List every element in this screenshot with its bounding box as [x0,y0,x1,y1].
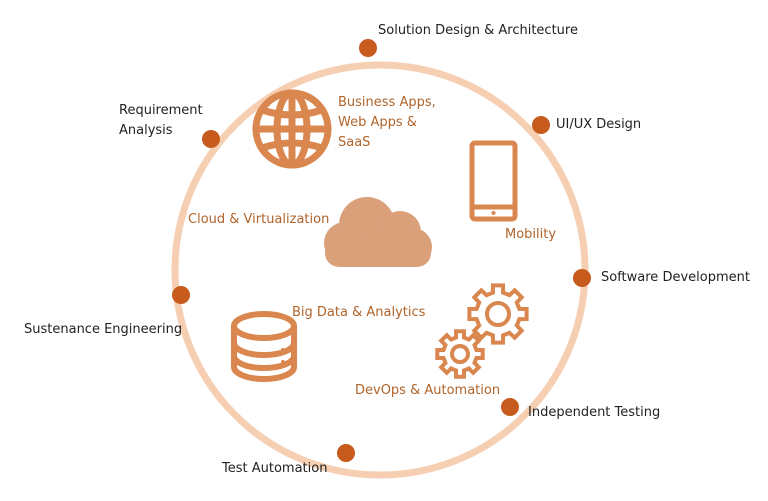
capability-label-business-apps: Business Apps, Web Apps & SaaS [338,95,436,150]
gear-large [467,283,529,345]
stage-label-test-automation: Test Automation [222,461,328,476]
stage-label-sustenance-engineering: Sustenance Engineering [24,322,183,337]
stage-label-solution-design: Solution Design & Architecture [378,23,578,38]
gear-small-hole [450,344,470,364]
stage-node-test-automation [337,444,355,462]
stage-label-independent-testing: Independent Testing [528,405,661,420]
database-icon [231,311,297,382]
globe-icon [252,89,332,169]
gears-icon [435,283,529,379]
stage-node-independent-testing [501,398,519,416]
stage-node-sustenance-engineering [172,286,190,304]
gear-large-hole [485,301,511,327]
stage-label-ui-ux-design: UI/UX Design [556,117,642,132]
gear-small [435,329,485,379]
capability-label-devops: DevOps & Automation [355,383,501,398]
stage-label-requirement-analysis: Requirement Analysis [119,103,203,138]
stage-node-solution-design [359,39,377,57]
stage-node-software-development [573,269,591,287]
capability-label-cloud: Cloud & Virtualization [188,212,330,227]
capability-label-big-data: Big Data & Analytics [292,305,426,320]
capability-label-mobility: Mobility [505,227,557,242]
stage-node-requirement-analysis [202,130,220,148]
smartphone-icon [469,140,518,222]
stage-label-software-development: Software Development [601,270,750,285]
stage-node-ui-ux-design [532,116,550,134]
cloud-icon [324,197,432,267]
